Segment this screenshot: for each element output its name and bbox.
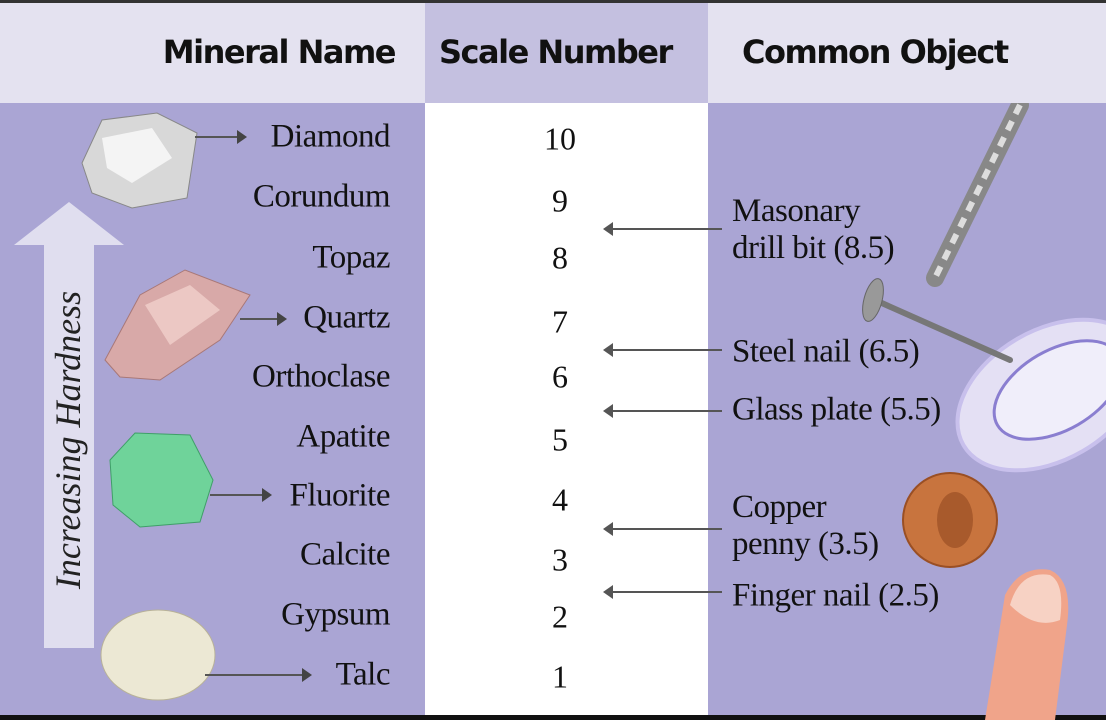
object-steel-nail: Steel nail (6.5) [732,333,920,370]
fluorite-image [109,432,214,528]
drill-bit-image [926,103,1029,287]
object-label-line: Masonary [732,193,860,229]
header-mineral: Mineral Name [0,3,425,103]
penny-image [902,472,998,568]
scale-number: 10 [544,120,576,157]
scale-number: 2 [552,598,568,635]
diamond-image [81,112,198,209]
mineral-name: Fluorite [289,477,391,514]
header-object-label: Common Object [742,33,1009,71]
header-scale: Scale Number [425,3,708,103]
mineral-name: Diamond [270,118,391,155]
header-object: Common Object [708,3,1106,103]
object-label-line: penny (3.5) [732,526,879,562]
quartz-pointer [240,312,287,326]
scale-number: 5 [552,421,568,458]
scale-number: 6 [552,358,568,395]
scale-number: 3 [552,541,568,578]
talc-pointer [205,668,312,682]
scale-number: 4 [552,481,568,518]
axis-label: Increasing Hardness [48,290,88,590]
fluorite-pointer [210,488,272,502]
top-border [0,0,1106,3]
scale-number: 9 [552,182,568,219]
mineral-name: Talc [335,656,391,693]
diamond-pointer [195,130,247,144]
drill-bit-pointer [603,222,722,236]
mineral-name: Calcite [300,536,390,573]
penny-pointer [603,522,722,536]
steel-nail-pointer [603,343,722,357]
object-finger-nail: Finger nail (2.5) [732,577,939,614]
object-label-line: Copper [732,489,827,525]
scale-number: 1 [552,658,568,695]
mineral-name: Apatite [296,418,390,455]
quartz-image [104,269,251,381]
header-scale-label: Scale Number [439,33,673,71]
increasing-arrow-icon [14,202,124,648]
object-label-line: drill bit (8.5) [732,230,895,266]
mineral-name: Topaz [312,239,390,276]
finger-nail-pointer [603,585,722,599]
finger-image [985,569,1069,720]
scale-number: 7 [552,303,568,340]
steel-nail-image [862,278,1013,363]
mineral-name: Orthoclase [252,358,390,395]
scale-number: 8 [552,239,568,276]
talc-image [100,609,216,701]
header-mineral-label: Mineral Name [162,33,397,71]
bottom-border [0,715,1106,720]
mineral-name: Corundum [252,178,391,215]
mineral-name: Gypsum [281,596,390,633]
mineral-name: Quartz [303,299,390,336]
scale-column [425,103,708,715]
glass-plate-pointer [603,404,722,418]
object-glass-plate: Glass plate (5.5) [732,391,941,428]
